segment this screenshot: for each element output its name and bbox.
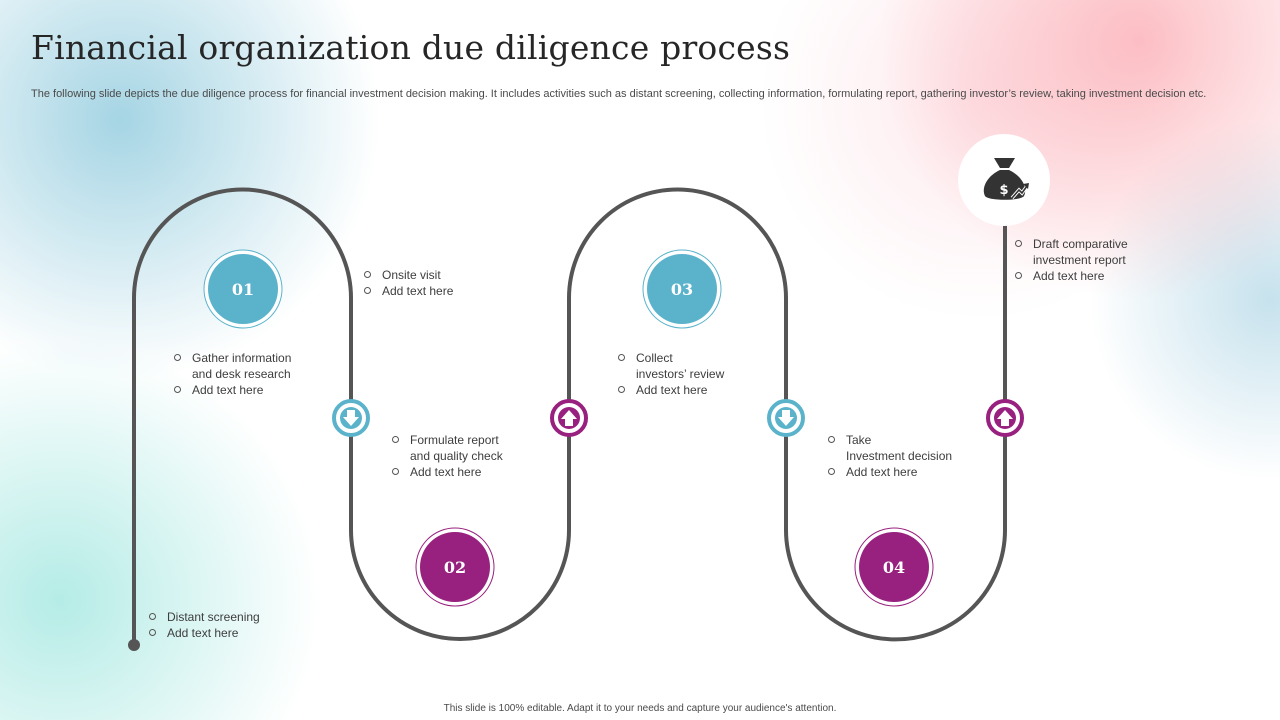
bullet-item: Add text here [174,382,344,398]
bullet-item: Onsite visit [364,267,534,283]
arrow-down-icon [332,399,370,437]
page-subtitle: The following slide depicts the due dili… [31,88,1207,100]
bullet-item: Draft comparative investment report [1015,236,1195,268]
path-start-dot [128,639,140,651]
arrow-up-icon [986,399,1024,437]
money-bag-icon: $ [983,158,1029,200]
svg-text:$: $ [999,183,1008,198]
arrow-up-icon [550,399,588,437]
footer-note: This slide is 100% editable. Adapt it to… [443,703,837,714]
step-03: 03 [642,249,722,329]
bullet-item: Add text here [618,382,778,398]
text-draft-report: Draft comparative investment report Add … [1015,236,1195,284]
step-01: 01 [203,249,283,329]
step-number: 03 [671,280,693,299]
text-distant-screening: Distant screening Add text here [149,609,329,641]
text-take-decision: Take Investment decision Add text here [828,432,998,480]
text-onsite-visit: Onsite visit Add text here [364,267,534,299]
bullet-item: Take Investment decision [828,432,998,464]
bullet-item: Add text here [149,625,329,641]
bullet-item: Add text here [392,464,562,480]
text-formulate-report: Formulate report and quality check Add t… [392,432,562,480]
step-number: 02 [444,558,466,577]
bullet-item: Add text here [828,464,998,480]
step-04: 04 [854,527,934,607]
page-title: Financial organization due diligence pro… [31,28,791,67]
bullet-item: Formulate report and quality check [392,432,562,464]
goal-badge: $ [958,134,1050,226]
bullet-item: Add text here [364,283,534,299]
step-02: 02 [415,527,495,607]
text-gather-information: Gather information and desk research Add… [174,350,344,398]
step-number: 04 [883,558,905,577]
bullet-item: Collect investors’ review [618,350,778,382]
arrow-down-icon [767,399,805,437]
text-collect-review: Collect investors’ review Add text here [618,350,778,398]
step-number: 01 [232,280,254,299]
bullet-item: Distant screening [149,609,329,625]
bullet-item: Add text here [1015,268,1195,284]
bullet-item: Gather information and desk research [174,350,344,382]
